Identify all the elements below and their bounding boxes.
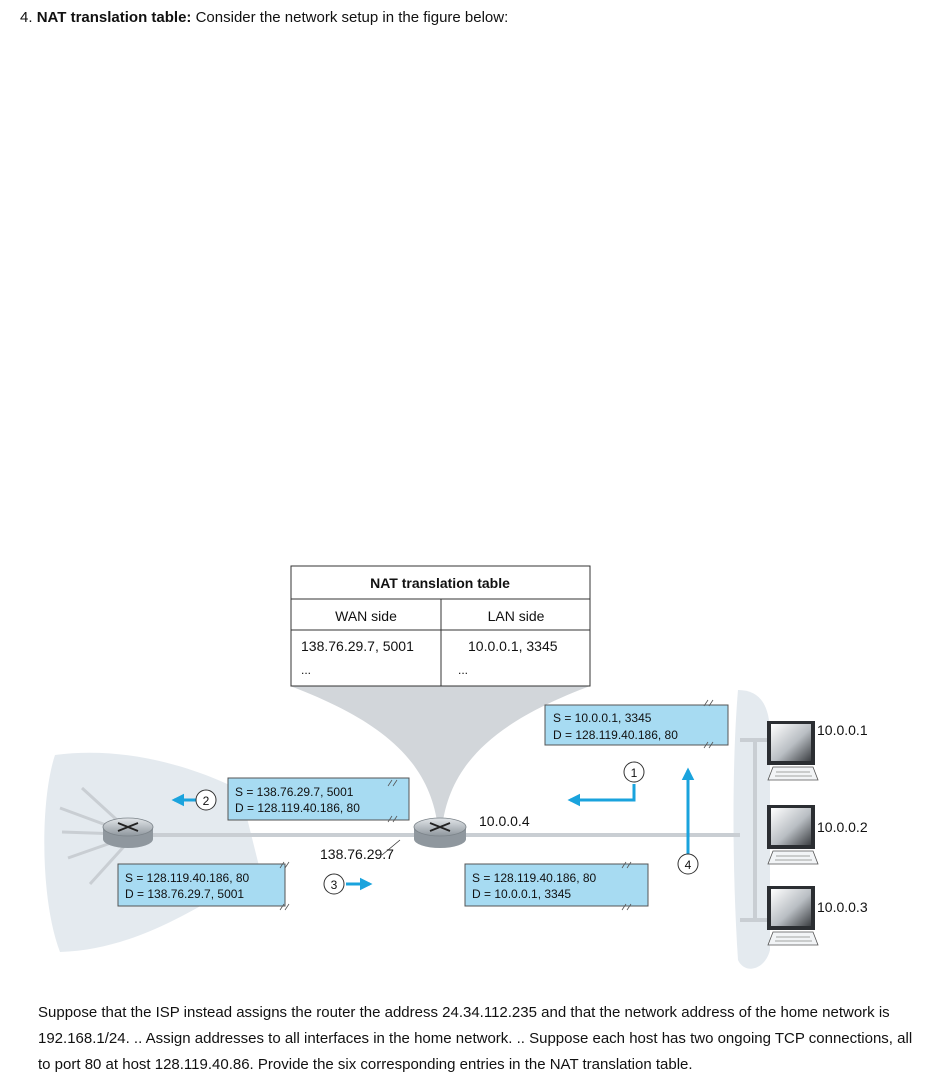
question-bold-title: NAT translation table: bbox=[36, 9, 192, 26]
packet-3-dest: D = 138.76.29.7, 5001 bbox=[125, 887, 244, 901]
question-title: 4. NAT translation table: Consider the n… bbox=[20, 9, 508, 26]
flow-arrows bbox=[171, 767, 695, 891]
question-body: Suppose that the ISP instead assigns the… bbox=[38, 1004, 913, 1073]
question-number: 4. bbox=[20, 9, 33, 26]
host-3-computer-icon bbox=[767, 886, 819, 946]
wan-ip-label: 138.76.29.7 bbox=[320, 846, 394, 862]
nat-table-row-lan: 10.0.0.1, 3345 bbox=[468, 638, 558, 654]
packet-4: S = 128.119.40.186, 80 D = 10.0.0.1, 334… bbox=[464, 863, 649, 907]
packet-3-source: S = 128.119.40.186, 80 bbox=[125, 871, 250, 885]
step-4-badge: 4 bbox=[677, 853, 699, 875]
nat-table-col-wan: WAN side bbox=[335, 608, 397, 624]
packet-3: S = 128.119.40.186, 80 D = 138.76.29.7, … bbox=[117, 863, 286, 907]
step-3-label: 3 bbox=[331, 878, 338, 892]
break-marks bbox=[279, 699, 714, 911]
host-2-computer-icon bbox=[767, 805, 819, 865]
nat-table-ellipsis-lan: ... bbox=[458, 663, 468, 677]
packet-2-dest: D = 128.119.40.186, 80 bbox=[235, 801, 360, 815]
nat-translation-table: NAT translation table WAN side LAN side … bbox=[290, 565, 591, 687]
packet-1: S = 10.0.0.1, 3345 D = 128.119.40.186, 8… bbox=[544, 704, 729, 746]
nat-magnifier-funnel bbox=[290, 686, 590, 828]
isp-router bbox=[102, 817, 154, 848]
step-3-badge: 3 bbox=[323, 873, 345, 895]
packet-1-dest: D = 128.119.40.186, 80 bbox=[553, 728, 678, 742]
host-2-ip: 10.0.0.2 bbox=[817, 819, 868, 835]
step-1-label: 1 bbox=[631, 766, 638, 780]
arrow-1 bbox=[567, 784, 636, 807]
nat-table-title: NAT translation table bbox=[370, 575, 510, 591]
nat-table-ellipsis-wan: ... bbox=[301, 663, 311, 677]
lan-interface-label: 10.0.0.4 bbox=[479, 813, 530, 829]
packet-1-source: S = 10.0.0.1, 3345 bbox=[553, 711, 652, 725]
step-1-badge: 1 bbox=[623, 761, 645, 783]
nat-router bbox=[413, 817, 467, 848]
step-2-label: 2 bbox=[203, 794, 210, 808]
host-3-ip: 10.0.0.3 bbox=[817, 899, 868, 915]
packet-4-dest: D = 10.0.0.1, 3345 bbox=[472, 887, 571, 901]
packet-4-source: S = 128.119.40.186, 80 bbox=[472, 871, 597, 885]
step-4-label: 4 bbox=[685, 858, 692, 872]
host-1-computer-icon bbox=[767, 721, 819, 781]
nat-table-row-wan: 138.76.29.7, 5001 bbox=[301, 638, 414, 654]
packet-2: S = 138.76.29.7, 5001 D = 128.119.40.186… bbox=[227, 777, 410, 821]
host-1-ip: 10.0.0.1 bbox=[817, 722, 868, 738]
packet-2-source: S = 138.76.29.7, 5001 bbox=[235, 785, 354, 799]
home-network-cloud bbox=[733, 690, 770, 969]
step-2-badge: 2 bbox=[195, 789, 217, 811]
nat-table-col-lan: LAN side bbox=[488, 608, 545, 624]
question-intro: Consider the network setup in the figure… bbox=[195, 9, 509, 26]
